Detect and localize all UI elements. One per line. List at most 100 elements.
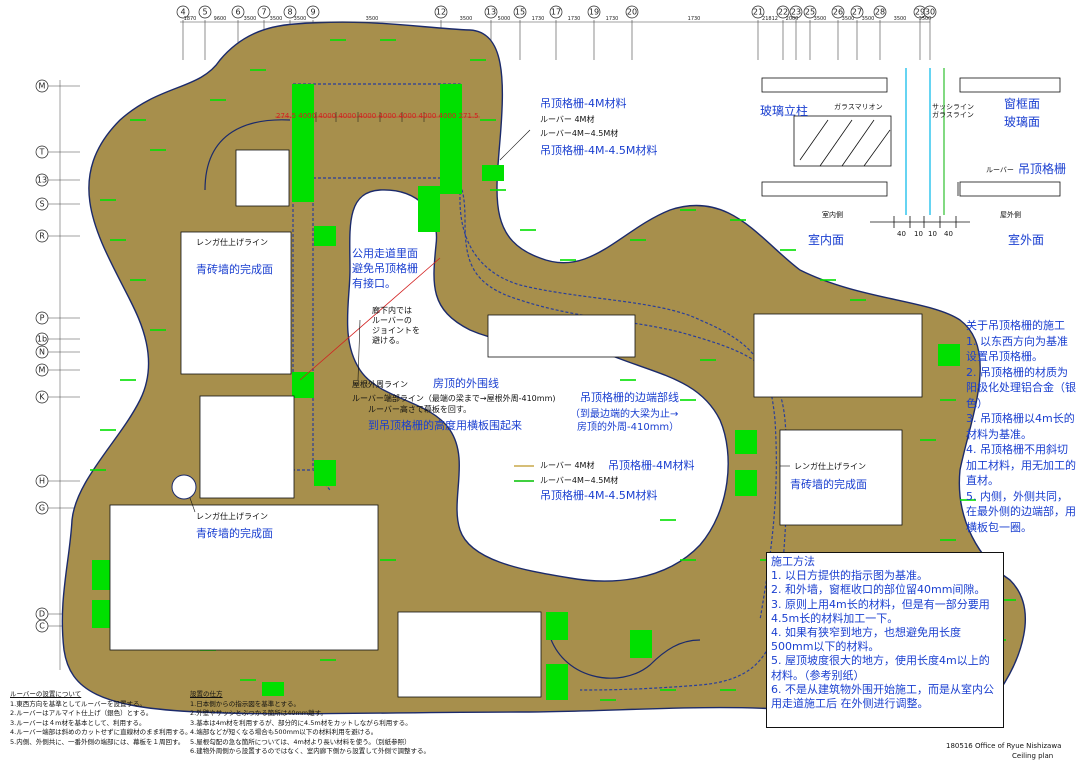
dim-label-top: 1730 — [605, 16, 619, 22]
dim-label-top: 9600 — [213, 16, 227, 22]
grid-bubble — [283, 5, 297, 19]
grid-label-left: H — [38, 476, 46, 486]
installation-method-notes-jp: 設置の仕方 1.日本側からの指示図を基準とする。 2.外壁やサッシとぶつかる箇所… — [190, 690, 431, 755]
grid-bubble — [484, 5, 498, 19]
glass-line-label: ガラスライン — [932, 111, 974, 119]
outdoor-cn: 室外面 — [1008, 233, 1045, 247]
grid-bubble — [35, 619, 49, 633]
glass-column-label: 玻璃立柱 — [760, 104, 809, 118]
dim-label-top: 21812 — [762, 16, 778, 22]
grid-label-top: 4 — [180, 7, 186, 17]
grid-bubble — [35, 79, 49, 93]
dim-label-top: 1730 — [687, 16, 701, 22]
brick-line-jp: レンガ仕上げライン — [794, 462, 866, 471]
grid-label-left: N — [39, 347, 45, 357]
louver-installation-notes-jp: ルーバーの設置について 1.東西方向を基準としてルーバーを設置する。 2.ルーバ… — [10, 690, 192, 746]
indoor-jp: 室内側 — [822, 211, 843, 219]
grid-bubble — [923, 5, 937, 19]
grid-bubble — [35, 332, 49, 346]
grid-label-top: 20 — [626, 7, 638, 17]
louver-4m-title: 吊顶格栅-4M材料 — [540, 97, 627, 110]
louver-45m-jp: ルーバー4M~4.5M材 — [540, 129, 619, 138]
room — [235, 149, 290, 207]
grid-label-left: T — [39, 147, 45, 157]
grid-label-top: 28 — [874, 7, 886, 17]
small-circle — [171, 474, 197, 500]
grid-label-top: 13 — [485, 7, 497, 17]
legend-45m-jp: ルーバー4M~4.5M材 — [540, 476, 619, 485]
grid-bubble — [751, 5, 765, 19]
leader-line — [299, 257, 441, 381]
dim-label-top: 3500 — [861, 16, 875, 22]
dim-label-top: 3500 — [918, 16, 932, 22]
leader-line — [357, 319, 361, 381]
grid-bubble — [513, 5, 527, 19]
grid-label-top: 27 — [851, 7, 863, 17]
louver-4m-jp: ルーバー 4M材 — [540, 115, 595, 124]
room-louver-line — [547, 629, 701, 679]
dim-label-top: 3500 — [243, 16, 257, 22]
room — [487, 314, 636, 358]
room — [180, 231, 292, 375]
corridor-louver-line — [313, 177, 788, 691]
grid-label-left: 13 — [36, 175, 48, 185]
louver-height-cn: 到吊顶格栅的高度用横板围起来 — [368, 419, 522, 432]
grid-bubble — [257, 5, 271, 19]
grid-label-left: M — [38, 81, 46, 91]
grid-label-top: 12 — [435, 7, 447, 17]
grid-label-top: 21 — [752, 7, 764, 17]
grid-bubble — [831, 5, 845, 19]
louver-jp-label: ルーバー — [986, 166, 1014, 174]
footer-office: 180516 Office of Ryue Nishizawa — [946, 742, 1062, 750]
grid-label-top: 6 — [235, 7, 241, 17]
grid-bubbles-left — [35, 79, 49, 633]
grid-bubble — [587, 5, 601, 19]
grid-label-top: 30 — [924, 7, 936, 17]
dim-label-top: 3500 — [813, 16, 827, 22]
grid-bubble — [35, 311, 49, 325]
grid-label-top: 5 — [202, 7, 208, 17]
footer-sheet: Ceiling plan — [1012, 752, 1054, 760]
grid-label-top: 25 — [804, 7, 816, 17]
brick-face-cn: 青砖墙的完成面 — [196, 527, 273, 540]
inner-courtyard — [346, 189, 729, 582]
dim-label-top: 1870 — [183, 16, 197, 22]
glass-face-label: 玻璃面 — [1004, 115, 1041, 129]
grid-label-top: 7 — [261, 7, 267, 17]
grid-label-left: P — [39, 313, 45, 323]
grid-label-top: 17 — [550, 7, 562, 17]
detail-dim: 40 — [897, 230, 906, 238]
grid-bubble — [231, 5, 245, 19]
grid-bubble — [873, 5, 887, 19]
dim-label-top: 2000 — [785, 16, 799, 22]
dim-label-top: 3500 — [293, 16, 307, 22]
louver-edge-jp: ルーバー端部ライン（最端の梁まで→屋根外周-410mm) — [352, 394, 556, 403]
grid-bubble — [35, 390, 49, 404]
dim-label-top: 1730 — [567, 16, 581, 22]
roof-outline-cn: 房顶的外围线 — [433, 377, 499, 390]
grid-bubble — [306, 5, 320, 19]
grid-bubble — [198, 5, 212, 19]
leader-line — [189, 497, 196, 513]
grid-label-left: 1b — [36, 334, 48, 344]
louver-cn-label: 吊顶格栅 — [1018, 162, 1067, 176]
grid-bubble — [35, 197, 49, 211]
construction-method-box: 施工方法 1. 以日方提供的指示图为基准。 2. 和外墙，窗框收口的部位留40m… — [766, 552, 1004, 728]
grid-label-left: D — [38, 609, 46, 619]
room — [199, 395, 295, 499]
grid-bubble — [35, 173, 49, 187]
dim-label-top: 3500 — [365, 16, 379, 22]
louver-45m-title: 吊顶格栅-4M-4.5M材料 — [540, 144, 658, 157]
room-louver-line — [204, 119, 291, 191]
grid-label-left: M — [38, 365, 46, 375]
grid-bubble — [35, 145, 49, 159]
sash-line-label: サッシライン — [932, 103, 974, 111]
grid-bubble — [776, 5, 790, 19]
grid-label-top: 26 — [832, 7, 844, 17]
window-face-label: 窗框面 — [1004, 97, 1041, 111]
dim-label-top: 1730 — [531, 16, 545, 22]
grid-label-top: 22 — [777, 7, 789, 17]
grid-bubble — [803, 5, 817, 19]
grid-label-top: 23 — [790, 7, 802, 17]
rooms — [109, 149, 923, 698]
